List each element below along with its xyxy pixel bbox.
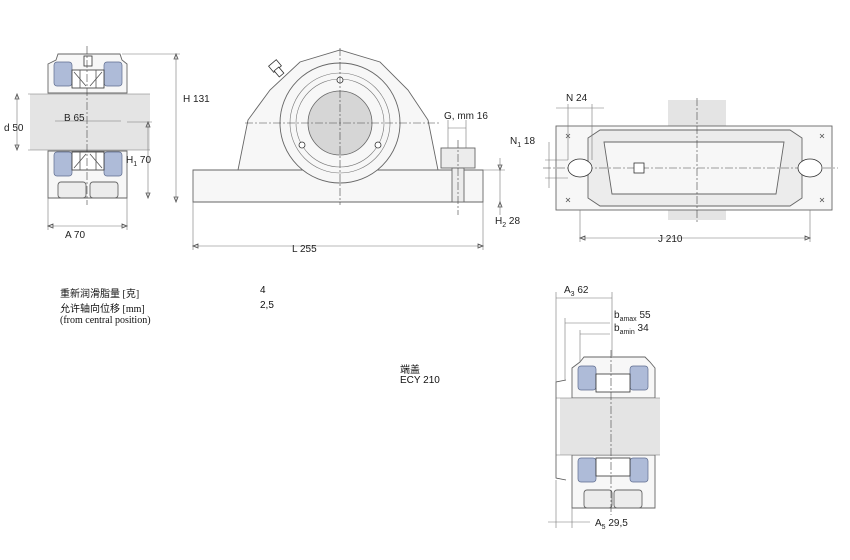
dim-d: d 50 — [4, 123, 24, 134]
dim-h: H 131 — [183, 94, 210, 105]
dim-h1: H1 70 — [126, 155, 151, 168]
end-cover-title: 端盖 — [400, 365, 420, 376]
dim-a3: A3 62 — [564, 285, 589, 298]
dim-n1: N1 18 — [510, 136, 535, 149]
dim-l: L 255 — [292, 244, 317, 255]
dim-a: A 70 — [65, 230, 85, 241]
end-cover-view — [548, 292, 660, 528]
dim-bamax: bamax 55 — [614, 310, 651, 323]
cross-section-view — [14, 46, 180, 230]
axial-displacement-note: (from central position) — [60, 315, 151, 326]
dim-h2: H2 28 — [495, 216, 520, 229]
dim-b: B 65 — [64, 113, 85, 124]
relubrication-value: 4 — [260, 285, 266, 296]
dim-a5: A5 29,5 — [595, 518, 628, 531]
axial-displacement-label: 允许轴向位移 [mm] — [60, 304, 145, 315]
front-view — [191, 48, 505, 250]
axial-displacement-value: 2,5 — [260, 300, 274, 311]
dim-g: G, mm 16 — [444, 111, 488, 122]
top-view — [543, 98, 838, 242]
end-cover-code: ECY 210 — [400, 375, 440, 386]
dim-bamin: bamin 34 — [614, 323, 649, 336]
bolt-icon — [440, 140, 476, 215]
relubrication-label: 重新润滑脂量 [克] — [60, 289, 140, 300]
dim-n: N 24 — [566, 93, 588, 104]
grease-nipple-icon — [268, 59, 285, 78]
dim-j: J 210 — [658, 234, 683, 245]
